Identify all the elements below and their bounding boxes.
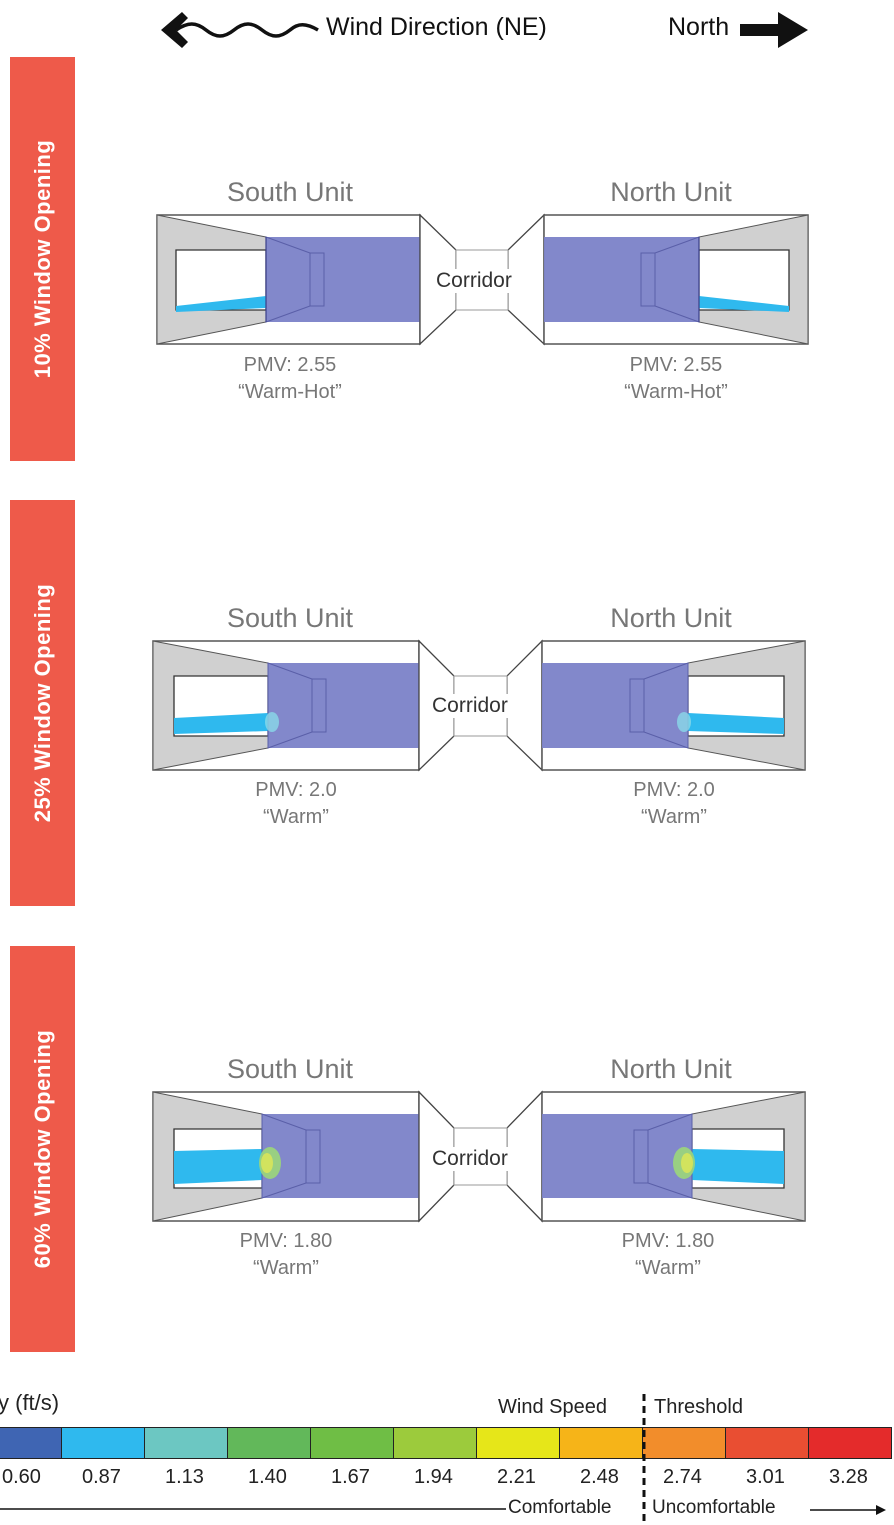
legend-tick-label: 1.67 <box>331 1466 370 1488</box>
building-section-25 <box>152 639 806 772</box>
south-pmv: PMV: 2.0 “Warm” <box>196 777 396 831</box>
scenario-label-text: 25% Window Opening <box>29 583 55 823</box>
north-unit-plan <box>541 1091 806 1222</box>
legend-tick-label: 2.74 <box>663 1466 702 1488</box>
comfortable-label: Comfortable <box>508 1497 612 1518</box>
corridor-link <box>418 639 543 772</box>
scenario-label-60: 60% Window Opening <box>10 946 75 1352</box>
wind-arrow-icon <box>161 12 319 48</box>
north-arrow-icon <box>740 12 808 48</box>
north-pmv: PMV: 2.0 “Warm” <box>574 777 774 831</box>
south-unit-title: South Unit <box>226 603 354 633</box>
north-unit-title: North Unit <box>610 1054 732 1084</box>
north-unit-plan <box>543 214 809 345</box>
comfort-class: “Warm” <box>635 1257 701 1279</box>
south-unit-title: South Unit <box>226 177 354 207</box>
comfortable-arrow <box>0 1508 506 1510</box>
comfort-class: “Warm-Hot” <box>624 381 728 403</box>
south-pmv: PMV: 2.55 “Warm-Hot” <box>190 352 390 406</box>
legend-tick-label: 1.94 <box>414 1466 453 1488</box>
north-pmv: PMV: 2.55 “Warm-Hot” <box>576 352 776 406</box>
comfort-class: “Warm-Hot” <box>238 381 342 403</box>
corridor-label: Corridor <box>434 269 514 293</box>
legend-color-cell <box>477 1427 560 1459</box>
legend-tick-label: 0.87 <box>82 1466 121 1488</box>
south-unit-plan <box>156 214 421 345</box>
pmv-value: PMV: 1.80 <box>239 1230 333 1252</box>
south-unit-title: South Unit <box>226 1054 354 1084</box>
threshold-divider <box>642 1394 646 1525</box>
legend-color-cell <box>0 1427 62 1459</box>
legend-color-cell <box>394 1427 477 1459</box>
legend-title: y (ft/s) <box>0 1390 60 1415</box>
corridor-label: Corridor <box>430 1147 510 1171</box>
legend-color-cell <box>228 1427 311 1459</box>
uncomfortable-label: Uncomfortable <box>652 1497 776 1518</box>
north-label: North <box>668 13 730 41</box>
pmv-value: PMV: 2.55 <box>243 354 337 376</box>
north-unit-title: North Unit <box>610 603 732 633</box>
building-section-60 <box>152 1090 806 1223</box>
legend-tick-label: 1.13 <box>165 1466 204 1488</box>
legend-tick-label: 2.21 <box>497 1466 536 1488</box>
velocity-color-scale <box>0 1427 894 1461</box>
legend-tick-label: 0.60 <box>2 1466 41 1488</box>
north-unit-plan <box>541 640 806 771</box>
legend-tick-label: 2.48 <box>580 1466 619 1488</box>
legend-tick-label: 3.01 <box>746 1466 785 1488</box>
scenario-label-text: 60% Window Opening <box>29 1029 55 1269</box>
north-pmv: PMV: 1.80 “Warm” <box>568 1228 768 1282</box>
legend-color-cell <box>311 1427 394 1459</box>
comfort-class: “Warm” <box>253 1257 319 1279</box>
south-unit-plan <box>152 640 420 771</box>
scenario-label-text: 10% Window Opening <box>29 139 55 379</box>
threshold-label: Threshold <box>654 1396 743 1418</box>
legend-color-cell <box>62 1427 145 1459</box>
pmv-value: PMV: 2.55 <box>629 354 723 376</box>
comfort-class: “Warm” <box>641 806 707 828</box>
legend-color-cell <box>145 1427 228 1459</box>
legend-tick-label: 1.40 <box>248 1466 287 1488</box>
legend-color-cell <box>809 1427 892 1459</box>
comfort-class: “Warm” <box>263 806 329 828</box>
north-unit-title: North Unit <box>610 177 732 207</box>
uncomfortable-arrow-icon <box>810 1505 886 1515</box>
south-pmv: PMV: 1.80 “Warm” <box>186 1228 386 1282</box>
wind-direction-label: Wind Direction (NE) <box>326 13 547 41</box>
building-section-10 <box>156 213 809 346</box>
south-unit-plan <box>152 1091 420 1222</box>
pmv-value: PMV: 2.0 <box>633 779 715 801</box>
wind-speed-label: Wind Speed <box>498 1396 607 1418</box>
pmv-value: PMV: 2.0 <box>255 779 337 801</box>
legend-color-cell <box>643 1427 726 1459</box>
scenario-label-10: 10% Window Opening <box>10 57 75 461</box>
legend-tick-label: 3.28 <box>829 1466 868 1488</box>
legend-color-cell <box>560 1427 643 1459</box>
corridor-label: Corridor <box>430 694 510 718</box>
legend-color-cell <box>726 1427 809 1459</box>
pmv-value: PMV: 1.80 <box>621 1230 715 1252</box>
scenario-label-25: 25% Window Opening <box>10 500 75 906</box>
